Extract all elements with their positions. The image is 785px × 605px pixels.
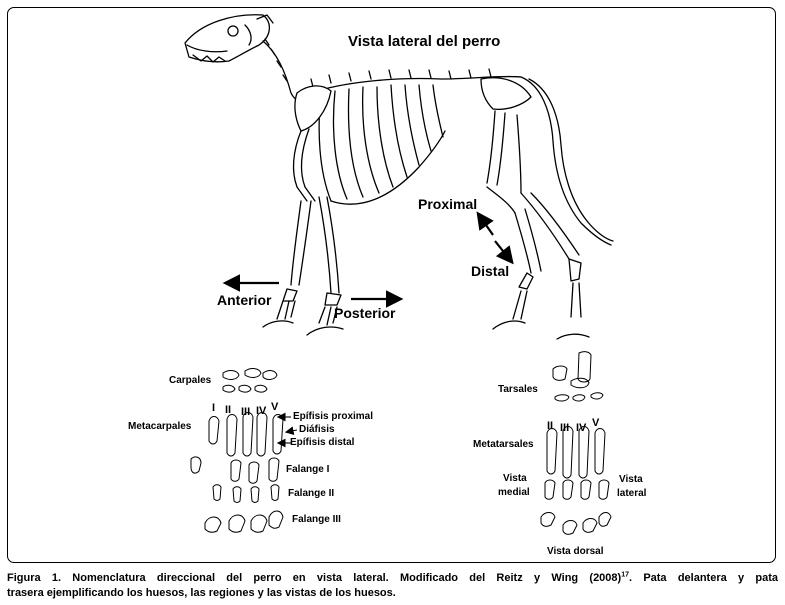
posterior-label: Posterior [334, 305, 396, 321]
bone-region-pointers [276, 412, 298, 448]
hindlimb-digit-v: V [592, 417, 600, 429]
dog-skeleton-illustration [184, 14, 614, 535]
proximal-label: Proximal [418, 196, 478, 212]
forelimb-drawing [262, 85, 344, 336]
anterior-label: Anterior [217, 292, 272, 308]
forelimb-digit-i: I [212, 402, 216, 414]
figure-frame: Vista lateral del perro Anterior Posteri… [7, 7, 776, 563]
hindlimb-digit-ii: II [547, 420, 554, 432]
tarsales-label: Tarsales [498, 384, 538, 395]
forelimb-digit-v: V [271, 401, 279, 413]
forelimb-digit-iii: III [241, 406, 251, 418]
epifisis-proximal-label: Epífisis proximal [293, 411, 374, 422]
distal-arrow [494, 240, 514, 265]
forefoot-bones-drawing [190, 368, 284, 533]
metacarpales-label: Metacarpales [128, 421, 192, 432]
hindfoot-bones-drawing [540, 351, 612, 535]
caption-line-2: trasera ejemplificando los huesos, las r… [7, 587, 396, 599]
hindlimb-digit-iv: IV [576, 422, 587, 434]
vista-medial-label-line1: Vista [503, 473, 527, 484]
proximal-arrow [476, 211, 494, 236]
figure-title: Vista lateral del perro [348, 33, 501, 50]
forelimb-digit-ii: II [225, 404, 232, 416]
vertebral-column-drawing [262, 38, 614, 246]
caption-line1-end: . Pata delantera y pata [629, 572, 778, 584]
vista-lateral-label-line1: Vista [619, 474, 643, 485]
vista-medial-label-line2: medial [498, 487, 530, 498]
falange-i-label: Falange I [286, 464, 330, 475]
figure-caption: Figura 1. Nomenclatura direccional del p… [7, 571, 778, 601]
diafisis-label: Diáfisis [299, 424, 335, 435]
vista-dorsal-label: Vista dorsal [547, 546, 604, 557]
metatarsales-label: Metatarsales [473, 439, 534, 450]
distal-label: Distal [471, 263, 510, 279]
direction-arrows [222, 211, 514, 308]
vista-lateral-label-line2: lateral [617, 488, 647, 499]
hindlimb-digit-iii: III [560, 422, 570, 434]
carpales-label: Carpales [169, 375, 212, 386]
skull-drawing [184, 14, 274, 63]
epifisis-distal-label: Epífisis distal [290, 437, 355, 448]
ribcage-drawing [318, 84, 446, 205]
caption-line1-text: Figura 1. Nomenclatura direccional del p… [7, 572, 622, 584]
caption-reference-number: 17 [621, 571, 629, 579]
forelimb-digit-iv: IV [256, 405, 267, 417]
falange-iii-label: Falange III [292, 514, 341, 525]
falange-ii-label: Falange II [288, 488, 335, 499]
caption-line-1: Figura 1. Nomenclatura direccional del p… [7, 571, 778, 586]
hindlimb-drawing [480, 77, 590, 340]
